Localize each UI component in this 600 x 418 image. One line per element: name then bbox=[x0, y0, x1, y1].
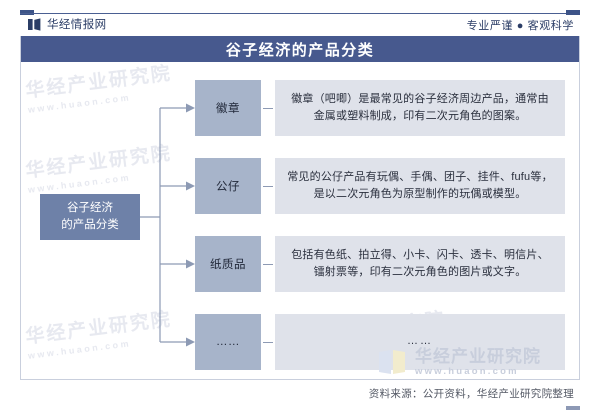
brand-tagline: 专业严谨 ● 客观科学 bbox=[466, 20, 574, 32]
arrow-head-icon bbox=[186, 337, 195, 347]
diagram-connectors bbox=[140, 103, 195, 347]
chart-title-bar: 谷子经济的产品分类 bbox=[20, 36, 580, 62]
corner-logo-watermark: 华经产业研究院 www.huaon.com bbox=[378, 348, 541, 377]
root-node: 谷子经济 的产品分类 bbox=[40, 194, 140, 240]
branch-row: 纸质品 包括有色纸、拍立得、小卡、闪卡、透卡、明信片、镭射票等，印有二次元角色的… bbox=[195, 236, 565, 292]
description-box-paper: 包括有色纸、拍立得、小卡、闪卡、透卡、明信片、镭射票等，印有二次元角色的图片或文… bbox=[275, 236, 565, 292]
arrow-head-icon bbox=[186, 259, 195, 269]
category-label: 纸质品 bbox=[210, 259, 246, 271]
tree-diagram: 谷子经济 的产品分类 徽章 徽章（吧唧）是最常见的谷子经济周边产品，通常由金属或… bbox=[20, 62, 580, 380]
root-node-line1: 谷子经济 bbox=[67, 202, 113, 215]
root-node-line2: 的产品分类 bbox=[61, 219, 119, 231]
category-box-figurine[interactable]: 公仔 bbox=[195, 158, 261, 214]
category-label: 公仔 bbox=[216, 181, 240, 193]
category-box-more[interactable]: …… bbox=[195, 314, 261, 370]
book-logo-icon bbox=[28, 17, 41, 31]
description-box-badge: 徽章（吧唧）是最常见的谷子经济周边产品，通常由金属或塑料制成，印有二次元角色的图… bbox=[275, 80, 565, 136]
description-text: …… bbox=[407, 335, 433, 348]
category-box-badge[interactable]: 徽章 bbox=[195, 80, 261, 136]
branch-row: …… …… bbox=[195, 314, 565, 370]
description-text: 徽章（吧唧）是最常见的谷子经济周边产品，通常由金属或塑料制成，印有二次元角色的图… bbox=[291, 92, 549, 122]
source-note: 资料来源：公开资料，华经产业研究院整理 bbox=[368, 388, 574, 400]
category-box-paper[interactable]: 纸质品 bbox=[195, 236, 261, 292]
top-rule-left-cap bbox=[20, 10, 34, 15]
bottom-right-cap bbox=[566, 406, 580, 410]
corner-logo-text: 华经产业研究院 www.huaon.com bbox=[415, 348, 541, 377]
category-connector bbox=[261, 80, 275, 136]
category-connector bbox=[261, 236, 275, 292]
category-connector bbox=[261, 158, 275, 214]
top-accent-rule bbox=[20, 13, 580, 14]
description-box-more: …… bbox=[275, 314, 565, 370]
top-rule-right-cap bbox=[566, 10, 580, 15]
description-text: 常见的公仔产品有玩偶、手偶、团子、挂件、fufu等，是以二次元角色为原型制作的玩… bbox=[287, 170, 553, 200]
book-logo-icon bbox=[379, 350, 405, 375]
page-title: 谷子经济的产品分类 bbox=[225, 41, 375, 59]
corner-logo-url: www.huaon.com bbox=[415, 365, 519, 377]
branch-row: 徽章 徽章（吧唧）是最常见的谷子经济周边产品，通常由金属或塑料制成，印有二次元角… bbox=[195, 80, 565, 136]
brand-row: 华经情报网 专业严谨 ● 客观科学 bbox=[20, 16, 580, 36]
brand-name: 华经情报网 bbox=[47, 19, 107, 31]
category-connector bbox=[261, 314, 275, 370]
arrow-head-icon bbox=[186, 103, 195, 113]
description-box-figurine: 常见的公仔产品有玩偶、手偶、团子、挂件、fufu等，是以二次元角色为原型制作的玩… bbox=[275, 158, 565, 214]
branch-row: 公仔 常见的公仔产品有玩偶、手偶、团子、挂件、fufu等，是以二次元角色为原型制… bbox=[195, 158, 565, 214]
category-label: …… bbox=[216, 336, 240, 348]
brand-logo: 华经情报网 bbox=[28, 16, 107, 32]
arrow-head-icon bbox=[186, 181, 195, 191]
category-label: 徽章 bbox=[216, 103, 240, 115]
description-text: 包括有色纸、拍立得、小卡、闪卡、透卡、明信片、镭射票等，印有二次元角色的图片或文… bbox=[291, 248, 549, 278]
corner-logo-title: 华经产业研究院 bbox=[415, 347, 541, 366]
